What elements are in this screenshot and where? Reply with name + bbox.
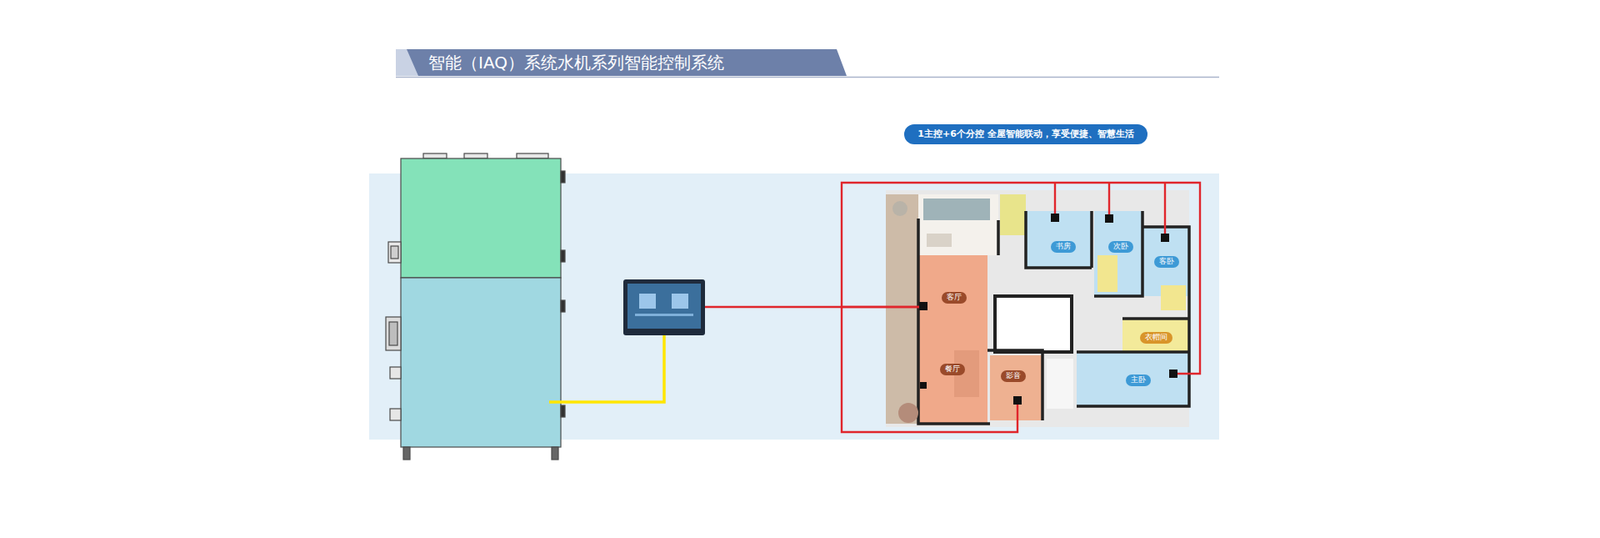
control-wiring <box>705 182 1200 432</box>
banner-stripe <box>395 49 419 76</box>
node-text: 书房 <box>1055 241 1071 252</box>
node-text: 衣帽间 <box>1145 332 1168 343</box>
node-text: 1主控+6个分控 全屋智能联动，享受便捷、智慧生活 <box>917 128 1134 140</box>
room-label: 客卧 <box>1154 255 1180 268</box>
floor-plan <box>885 190 1190 427</box>
main-controller <box>623 279 705 335</box>
node-text: 客卧 <box>1159 256 1175 267</box>
node-text: 餐厅 <box>945 364 960 375</box>
node-text: 客厅 <box>946 292 962 303</box>
title-banner <box>395 49 847 76</box>
node-text: 次卧 <box>1113 241 1129 252</box>
room-label: 次卧 <box>1108 240 1134 253</box>
water-unit <box>385 153 565 460</box>
room-label: 客厅 <box>941 291 967 304</box>
title-rule <box>395 76 1220 79</box>
room-label: 衣帽间 <box>1140 331 1173 344</box>
sub-controllers <box>919 213 1178 405</box>
room-label: 影音 <box>1000 370 1026 382</box>
node-text: 影音 <box>1005 370 1021 381</box>
signal-cable <box>549 335 665 402</box>
title: 智能（IAQ）系统水机系列智能控制系统 <box>428 49 725 76</box>
slogan-pill: 1主控+6个分控 全屋智能联动，享受便捷、智慧生活 <box>904 124 1147 145</box>
room-label: 餐厅 <box>940 363 965 375</box>
room-label: 主卧 <box>1125 374 1151 386</box>
node-text: 主卧 <box>1130 375 1146 385</box>
room-label: 书房 <box>1050 240 1076 253</box>
